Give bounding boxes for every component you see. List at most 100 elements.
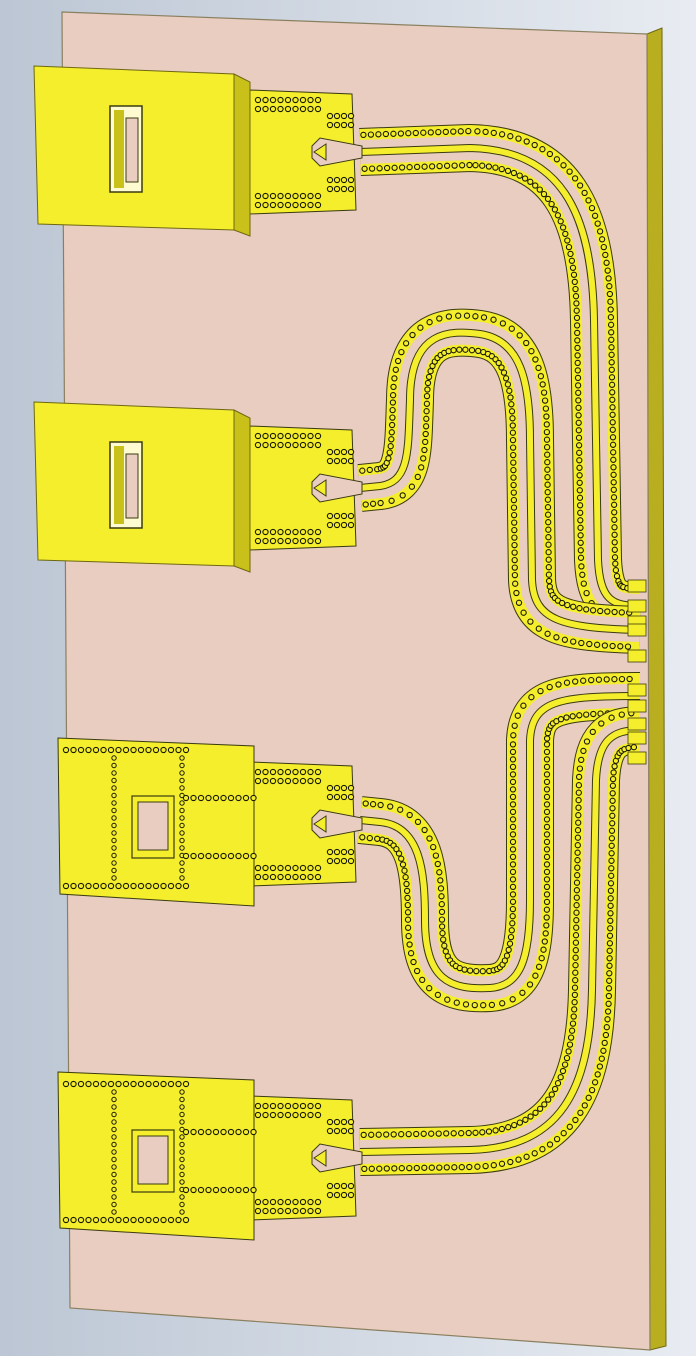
- via: [441, 942, 448, 949]
- via: [544, 481, 551, 488]
- via: [388, 497, 395, 504]
- via: [314, 873, 322, 881]
- via: [277, 1102, 284, 1110]
- via: [277, 1111, 284, 1119]
- via: [190, 1128, 197, 1136]
- via: [607, 321, 615, 328]
- via: [262, 768, 269, 776]
- via: [111, 815, 117, 821]
- via: [609, 797, 616, 804]
- via: [608, 366, 615, 373]
- via: [607, 902, 614, 909]
- via: [453, 999, 460, 1006]
- via: [545, 526, 552, 533]
- aperture-inner: [125, 453, 139, 519]
- via: [609, 396, 616, 403]
- via: [417, 324, 424, 331]
- via: [498, 165, 505, 173]
- via: [250, 852, 257, 860]
- via: [250, 1186, 257, 1194]
- waveguide-port-4[interactable]: [57, 1071, 363, 1241]
- via: [522, 1116, 529, 1123]
- via: [572, 977, 579, 984]
- via: [510, 474, 517, 481]
- via: [404, 916, 412, 923]
- via: [509, 823, 517, 831]
- via: [430, 843, 437, 851]
- via: [500, 369, 508, 376]
- stitching-vias: [360, 127, 637, 626]
- via: [576, 479, 583, 486]
- via: [333, 784, 341, 792]
- via: [507, 394, 514, 401]
- via: [254, 1207, 262, 1215]
- via: [179, 807, 185, 814]
- via: [436, 1164, 443, 1171]
- via: [115, 1080, 122, 1088]
- via: [443, 162, 451, 169]
- via: [347, 857, 355, 865]
- via: [532, 356, 539, 363]
- via: [575, 412, 582, 419]
- via: [182, 1186, 190, 1194]
- via: [326, 1182, 334, 1190]
- via: [292, 768, 299, 776]
- via: [62, 1080, 70, 1088]
- via: [588, 204, 596, 212]
- via: [179, 770, 185, 776]
- via: [292, 1207, 299, 1215]
- via: [575, 427, 582, 434]
- via: [608, 381, 616, 388]
- via: [314, 1111, 322, 1119]
- via: [269, 777, 277, 785]
- waveguide-port-1[interactable]: [33, 65, 363, 237]
- via: [544, 496, 552, 503]
- via: [333, 176, 341, 184]
- via: [573, 322, 581, 329]
- via: [539, 381, 546, 388]
- via: [340, 112, 348, 120]
- via: [386, 449, 393, 456]
- via: [340, 121, 348, 129]
- via: [235, 1186, 242, 1194]
- via: [269, 768, 277, 776]
- via: [572, 962, 579, 969]
- waveguide-port-3[interactable]: [57, 737, 363, 907]
- via: [182, 746, 190, 754]
- via: [572, 1116, 579, 1124]
- via: [111, 1134, 117, 1140]
- via: [576, 487, 583, 494]
- via: [442, 128, 449, 136]
- via: [546, 150, 554, 158]
- via: [546, 683, 553, 691]
- via: [576, 605, 583, 612]
- via: [340, 1191, 348, 1199]
- via: [421, 1164, 428, 1171]
- via-fence: [62, 746, 257, 890]
- via: [179, 815, 185, 821]
- via: [405, 130, 412, 137]
- via: [527, 178, 534, 185]
- via: [572, 678, 579, 685]
- via: [347, 784, 355, 792]
- via: [122, 882, 130, 890]
- via: [577, 509, 584, 516]
- via: [160, 746, 167, 754]
- via: [420, 455, 427, 462]
- via: [145, 746, 152, 754]
- via: [554, 212, 562, 219]
- via: [607, 917, 614, 924]
- via: [568, 257, 576, 264]
- via: [262, 777, 269, 785]
- via: [609, 775, 617, 783]
- via: [413, 1164, 420, 1172]
- via: [591, 212, 599, 219]
- waveguide-port-2[interactable]: [33, 401, 363, 573]
- via: [576, 182, 584, 189]
- via: [111, 1201, 117, 1208]
- via: [398, 164, 406, 171]
- via: [426, 319, 433, 326]
- via: [474, 128, 481, 135]
- via: [418, 464, 425, 471]
